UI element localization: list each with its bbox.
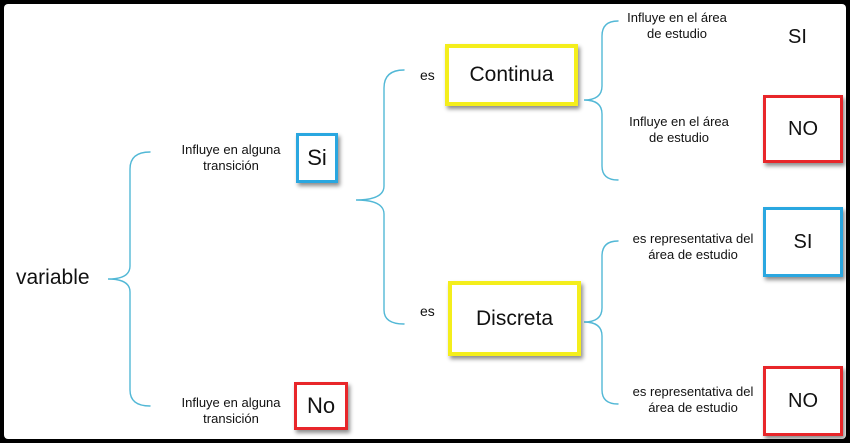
influye-area-label-2: Influye en el área de estudio — [629, 114, 729, 146]
si-box-text: Si — [307, 145, 327, 170]
root-variable-label: variable — [16, 266, 90, 289]
root-bracket — [107, 151, 151, 407]
es-label-discreta: es — [420, 303, 435, 319]
discreta-box: Discreta — [448, 281, 581, 356]
si-plain-text: SI — [788, 26, 807, 48]
influye-transicion-label-lower: Influye en alguna transición — [181, 395, 281, 427]
continua-box-text: Continua — [469, 63, 554, 86]
influye-transicion-label-upper: Influye en alguna transición — [181, 142, 281, 174]
diagram-canvas: variable Influye en alguna transición Si… — [4, 4, 846, 439]
discreta-box-text: Discreta — [475, 306, 554, 330]
si-box-discreta-text: SI — [793, 230, 813, 253]
representativa-label-1: es representativa del área de estudio — [632, 231, 754, 263]
bracket-lines — [107, 20, 619, 407]
continua-box: Continua — [445, 44, 578, 106]
no-box-continua: NO — [763, 95, 843, 163]
influye-area-label-1: Influye en el área de estudio — [627, 10, 727, 42]
representativa-label-2: es representativa del área de estudio — [632, 384, 754, 416]
no-box-level1-text: No — [306, 393, 336, 418]
no-box-continua-text: NO — [788, 117, 818, 140]
no-box-discreta: NO — [763, 366, 843, 436]
si-bracket — [355, 69, 405, 325]
no-box-level1: No — [294, 382, 348, 430]
continua-bracket — [583, 20, 619, 181]
no-box-discreta-text: NO — [788, 389, 818, 412]
si-box-discreta: SI — [763, 207, 843, 277]
si-box: Si — [296, 133, 338, 183]
discreta-bracket — [583, 240, 619, 405]
es-label-continua: es — [420, 67, 435, 83]
